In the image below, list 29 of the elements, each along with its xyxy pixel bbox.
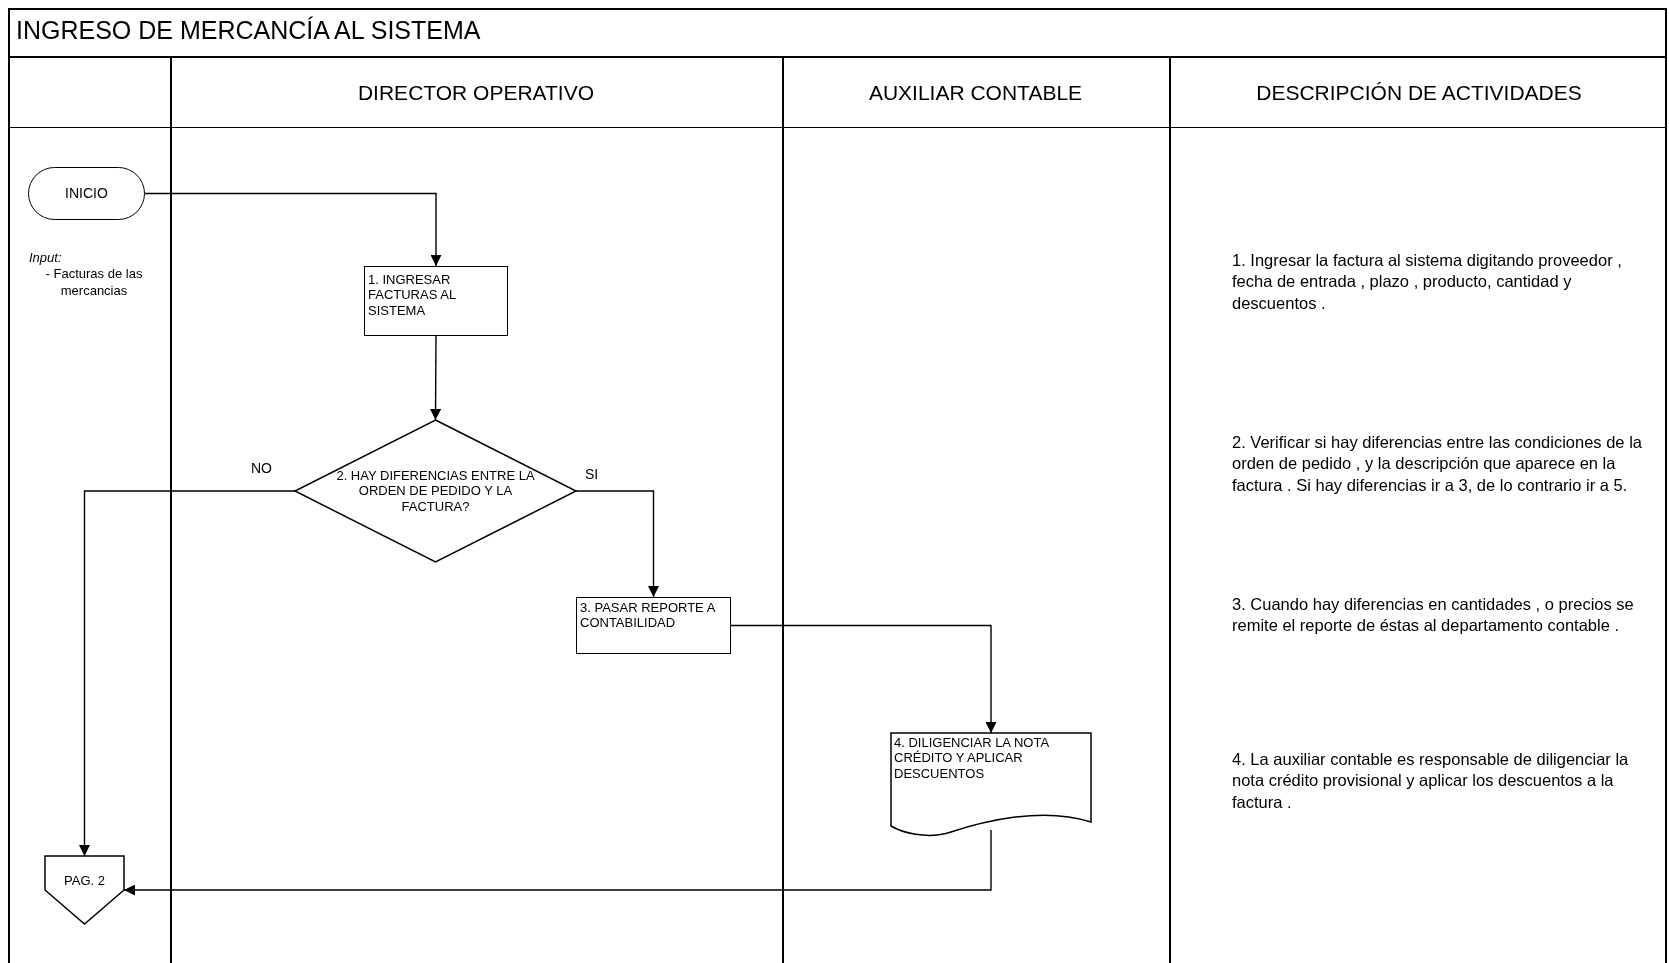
input-note: - Facturas de las mercancias [44,266,144,300]
offpage-connector [45,856,124,924]
column-header: DESCRIPCIÓN DE ACTIVIDADES [1256,80,1582,105]
step-label: 2. HAY DIFERENCIAS ENTRE LA ORDEN DE PEDIDO Y LA FACTURA? [335,468,536,514]
edge-label: NO [249,460,274,476]
step-label: INICIO [65,185,108,202]
activity-description: 1. Ingresar la factura al sistema digitando proveedor , fecha de entrada , plazo , producto, cantidad y descuentos . [1232,250,1623,314]
flow-arrow [430,335,442,421]
flow-arrow [123,829,992,896]
step-label: 3. PASAR REPORTE A CONTABILIDAD [579,599,717,633]
process-box [576,597,731,654]
step-label: PAG. 2 [64,873,105,891]
activity-description: 2. Verificar si hay diferencias entre las condiciones de la orden de pedido , y la descripción que aparece en la factura . Si hay diferencias ir a 3, de lo contrario ir a 5. [1232,432,1643,496]
document-shape [891,733,1091,836]
flow-arrow [79,490,296,857]
flow-arrow [730,624,997,734]
flow-arrow [144,192,442,267]
start-terminal [28,167,145,220]
activity-description: 4. La auxiliar contable es responsable de diligenciar la nota crédito provisional y aplicar los descuentos a la factura . [1232,749,1630,813]
decision-diamond [295,420,576,562]
input-note: Input: [29,250,63,267]
column-header: AUXILIAR CONTABLE [868,80,1083,105]
column-header: DIRECTOR OPERATIVO [357,80,595,105]
flow-arrow [575,490,659,598]
diagram-title: INGRESO DE MERCANCÍA AL SISTEMA [16,16,481,45]
activity-description: 3. Cuando hay diferencias en cantidades , o precios se remite el reporte de éstas al departamento contable . [1232,594,1635,637]
step-label: 1. INGRESAR FACTURAS AL SISTEMA [367,271,457,320]
process-box [364,266,508,336]
step-label: 4. DILIGENCIAR LA NOTA CRÉDITO Y APLICAR DESCUENTOS [893,734,1050,783]
